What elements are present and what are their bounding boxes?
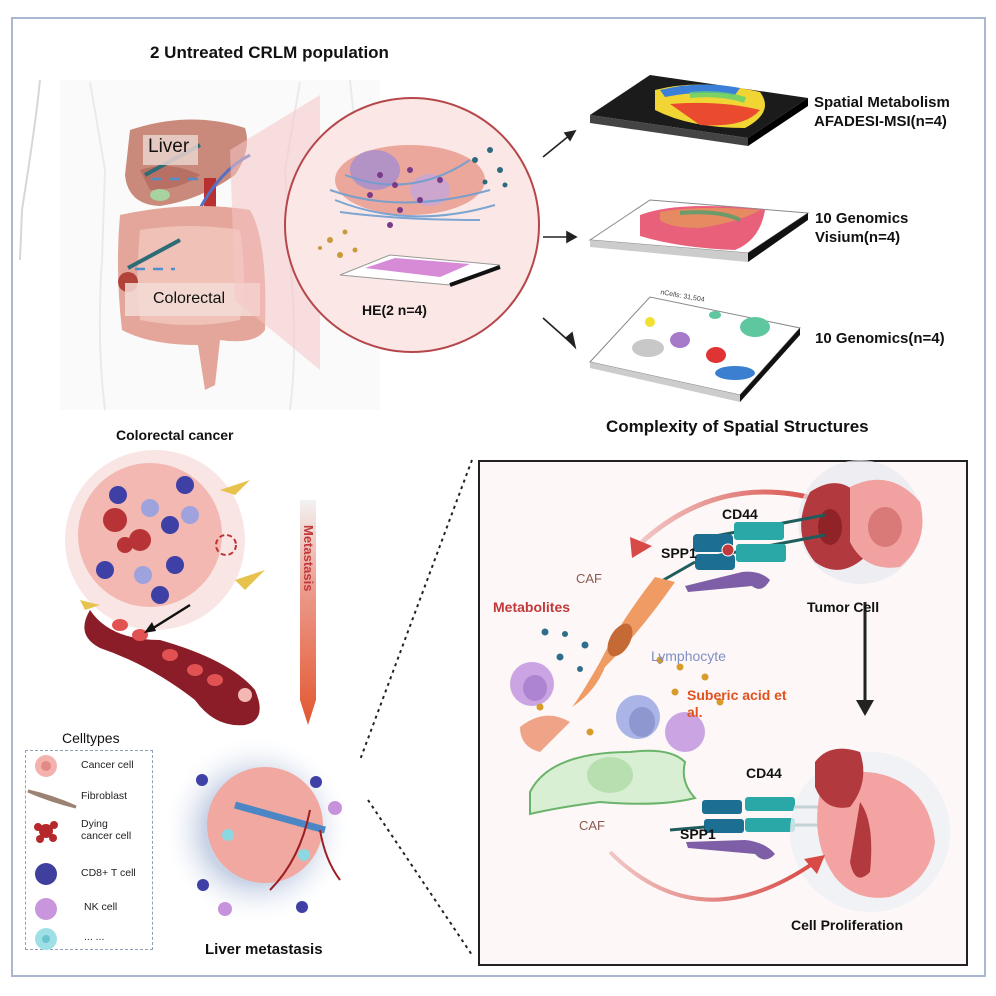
spp1-bottom-label: SPP1	[680, 826, 716, 842]
caf-small	[520, 715, 570, 752]
tumor-cell-label: Tumor Cell	[807, 599, 880, 615]
metabolites-label: Metabolites	[493, 599, 571, 615]
colorectal-label: Colorectal	[153, 290, 226, 307]
cell-proliferation-label: Cell Proliferation	[791, 917, 904, 933]
liver-metastasis-tumor	[207, 767, 323, 883]
connector-line-bottom	[367, 799, 473, 956]
fibroblast-icon	[27, 789, 77, 809]
nk-cell-2	[665, 712, 705, 752]
zoom-beam	[230, 95, 320, 370]
mechanism-illustration	[510, 460, 950, 912]
top-title: 2 Untreated CRLM population	[150, 43, 389, 62]
legend-title: Celltypes	[62, 730, 120, 746]
cd44-spp1-complex-top	[659, 513, 826, 592]
umap-slide	[589, 296, 801, 402]
lymphocyte-label: Lymphocyte	[651, 648, 726, 664]
mechanism-inset: CD44 SPP1 CAF Metabolites Tumor Cell Lym…	[478, 460, 968, 966]
suberic-line2: al.	[687, 704, 703, 720]
metastasis-label: Metastasis	[301, 525, 316, 592]
modality-visium-line2: Visium(n=4)	[815, 229, 901, 246]
modality-msi-line1: Spatial Metabolism	[814, 94, 950, 111]
legend-fibroblast: Fibroblast	[81, 790, 128, 802]
legend-cancer-cell: Cancer cell	[81, 759, 134, 771]
spp1-top-label: SPP1	[661, 545, 697, 561]
feedback-arrow-bottom	[608, 850, 817, 902]
blood-vessel	[84, 610, 260, 726]
metastasis-arrow	[300, 500, 316, 725]
modality-msi-label: Spatial Metabolism AFADESI-MSI(n=4)	[814, 93, 950, 131]
dying-cancer-cell-icon	[34, 821, 58, 843]
suberic-acid-label: Suberic acid et al.	[687, 687, 787, 721]
legend-nk-cell: NK cell	[84, 901, 118, 913]
feedback-arrow-top	[640, 489, 821, 544]
modality-scrnaseq-label: 10 Genomics(n=4)	[815, 330, 945, 347]
caf-bottom-label: CAF	[579, 818, 605, 833]
legend-icons	[27, 755, 77, 950]
celltype-legend: Cancer cell Fibroblast Dying cancer cell…	[25, 750, 153, 950]
legend-cd8-t-cell: CD8+ T cell	[81, 867, 136, 879]
modality-visium-label: 10 Genomics Visium(n=4)	[815, 209, 908, 247]
he-label: HE(2 n=4)	[362, 302, 427, 318]
liver-label: Liver	[148, 136, 190, 157]
cd44-bottom-label: CD44	[746, 765, 782, 781]
complexity-title: Complexity of Spatial Structures	[606, 417, 869, 436]
cd8-t-cell-icon	[35, 863, 57, 885]
colorectal-cancer-title: Colorectal cancer	[116, 427, 234, 443]
cd44-top-label: CD44	[722, 506, 758, 522]
modality-msi-line2: AFADESI-MSI(n=4)	[814, 113, 947, 130]
legend-other: ... ...	[84, 931, 105, 943]
modality-visium-line1: 10 Genomics	[815, 210, 909, 227]
primary-tumor	[78, 463, 222, 607]
msi-slide	[590, 75, 808, 146]
modality-arrows	[542, 129, 578, 350]
caf-top-label: CAF	[576, 571, 602, 586]
legend-dying-line2: cancer cell	[81, 830, 132, 842]
legend-dying-cancer-cell: Dying cancer cell	[81, 818, 131, 842]
suberic-line1: Suberic acid et	[687, 687, 787, 703]
nk-cell-icon	[35, 898, 57, 920]
legend-dying-line1: Dying	[81, 818, 108, 830]
connector-line-top	[359, 459, 473, 761]
visium-slide	[588, 199, 810, 262]
liver-metastasis-title: Liver metastasis	[205, 941, 323, 958]
